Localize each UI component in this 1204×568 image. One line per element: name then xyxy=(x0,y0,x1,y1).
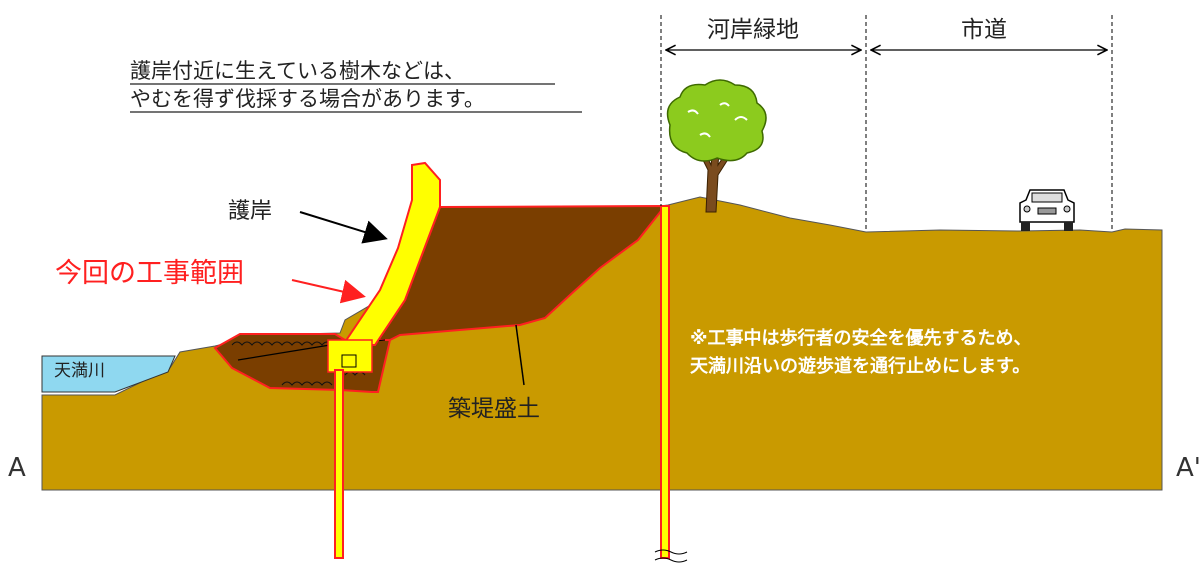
break-symbol xyxy=(654,549,688,563)
walkway-notice-line1: ※工事中は歩行者の安全を優先するため、 xyxy=(690,327,1032,349)
walkway-notice-line2: 天満川沿いの遊歩道を通行止めにします。 xyxy=(690,355,1030,377)
scope-leader xyxy=(291,279,366,304)
foundation-cap xyxy=(341,354,357,368)
riverside-green-label: 河岸緑地 xyxy=(707,17,799,43)
section-start-label: A xyxy=(8,453,26,483)
embankment-fill-label: 築堤盛土 xyxy=(448,396,540,422)
revetment-leader xyxy=(299,211,388,244)
section-end-label: A' xyxy=(1176,453,1201,483)
car-icon xyxy=(1019,189,1075,231)
river-label: 天満川 xyxy=(54,361,105,381)
foundation-pile xyxy=(334,369,344,559)
city-road-label: 市道 xyxy=(961,17,1007,43)
tree-icon xyxy=(666,79,767,213)
construction-scope-label: 今回の工事範囲 xyxy=(55,258,244,289)
revetment-wall xyxy=(341,161,441,346)
tree-notice-line1: 護岸付近に生えている樹木などは、 xyxy=(130,59,465,83)
revetment-label: 護岸 xyxy=(228,199,272,224)
ground-section xyxy=(41,196,1163,491)
tree-notice-line2: やむを得ず伐採する場合があります。 xyxy=(130,87,485,111)
sheet-pile xyxy=(660,205,670,559)
fill-leader xyxy=(515,324,525,386)
river-water xyxy=(41,355,176,393)
